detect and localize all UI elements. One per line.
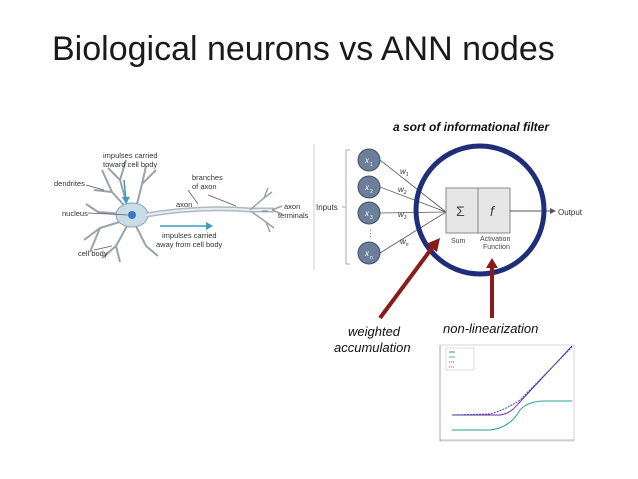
svg-text:2: 2 — [370, 189, 373, 195]
weight-1: w1 — [400, 167, 409, 178]
slide-title: Biological neurons vs ANN nodes — [52, 30, 555, 68]
relu-like-curve — [452, 345, 573, 416]
svg-text:x: x — [364, 249, 370, 258]
incoming-impulse-arrow — [123, 179, 127, 201]
sum-box — [445, 187, 479, 234]
weighted-annotation-line2: accumulation — [334, 340, 411, 355]
informational-filter-annotation: a sort of informational filter — [393, 120, 550, 134]
label-branches-line2: of axon — [192, 182, 217, 191]
svg-text:1: 1 — [370, 162, 373, 168]
annotation-arrows — [378, 238, 498, 320]
input-node-1: x 1 — [357, 148, 381, 172]
non-linearization-annotation: non-linearization — [443, 321, 539, 336]
label-branches-line1: branches — [192, 173, 223, 182]
weight-3: w3 — [398, 210, 407, 221]
activation-label-line1: Activation — [480, 236, 510, 243]
output-label: Output — [558, 208, 583, 217]
label-axon: axon — [176, 200, 192, 209]
input-node-2: x 2 — [357, 175, 381, 199]
label-dendrites: dendrites — [54, 179, 85, 188]
svg-text:x: x — [364, 156, 370, 165]
weight-2: w2 — [398, 185, 407, 196]
label-cell-body: cell body — [78, 249, 108, 258]
label-nucleus: nucleus — [62, 209, 88, 218]
svg-text:x: x — [364, 183, 370, 192]
inputs-bracket — [345, 149, 350, 265]
label-axon-terminals-line1: axon — [284, 202, 300, 211]
axon-terminals-drawing — [249, 187, 283, 233]
label-axon-terminals-line2: terminals — [278, 211, 309, 220]
plot-legend — [445, 347, 475, 371]
activation-symbol: f — [490, 203, 496, 219]
label-impulses-out-line1: impulses carried — [162, 231, 217, 240]
leader-lines — [85, 184, 268, 251]
weighted-annotation-line1: weighted — [348, 324, 401, 339]
weight-n: wn — [400, 237, 409, 248]
label-impulses-in-line2: toward cell body — [103, 160, 157, 169]
input-ellipsis: ⋮ — [366, 228, 375, 238]
svg-text:3: 3 — [370, 215, 373, 221]
label-impulses-in-line1: impulses carried — [103, 151, 158, 160]
input-node-3: x 3 — [357, 201, 381, 225]
nucleus-shape — [128, 211, 136, 219]
informational-filter-circle — [413, 143, 547, 277]
inputs-label: Inputs — [316, 203, 338, 212]
sum-label: Sum — [451, 238, 466, 245]
sigmoid-like-curve — [452, 400, 572, 431]
weighted-accumulation-arrow — [378, 246, 434, 320]
svg-text:x: x — [364, 209, 370, 218]
input-node-n: x n — [357, 241, 381, 265]
activation-plot — [439, 344, 575, 442]
svg-text:n: n — [370, 255, 373, 261]
weight-connections — [379, 159, 447, 254]
activation-label-line2: Function — [483, 244, 510, 251]
activation-box — [477, 187, 511, 234]
sum-symbol: Σ — [456, 203, 465, 219]
label-impulses-out-line2: away from cell body — [156, 240, 223, 249]
ann-diagram: Inputs x 1 x 2 x 3 — [316, 143, 583, 277]
